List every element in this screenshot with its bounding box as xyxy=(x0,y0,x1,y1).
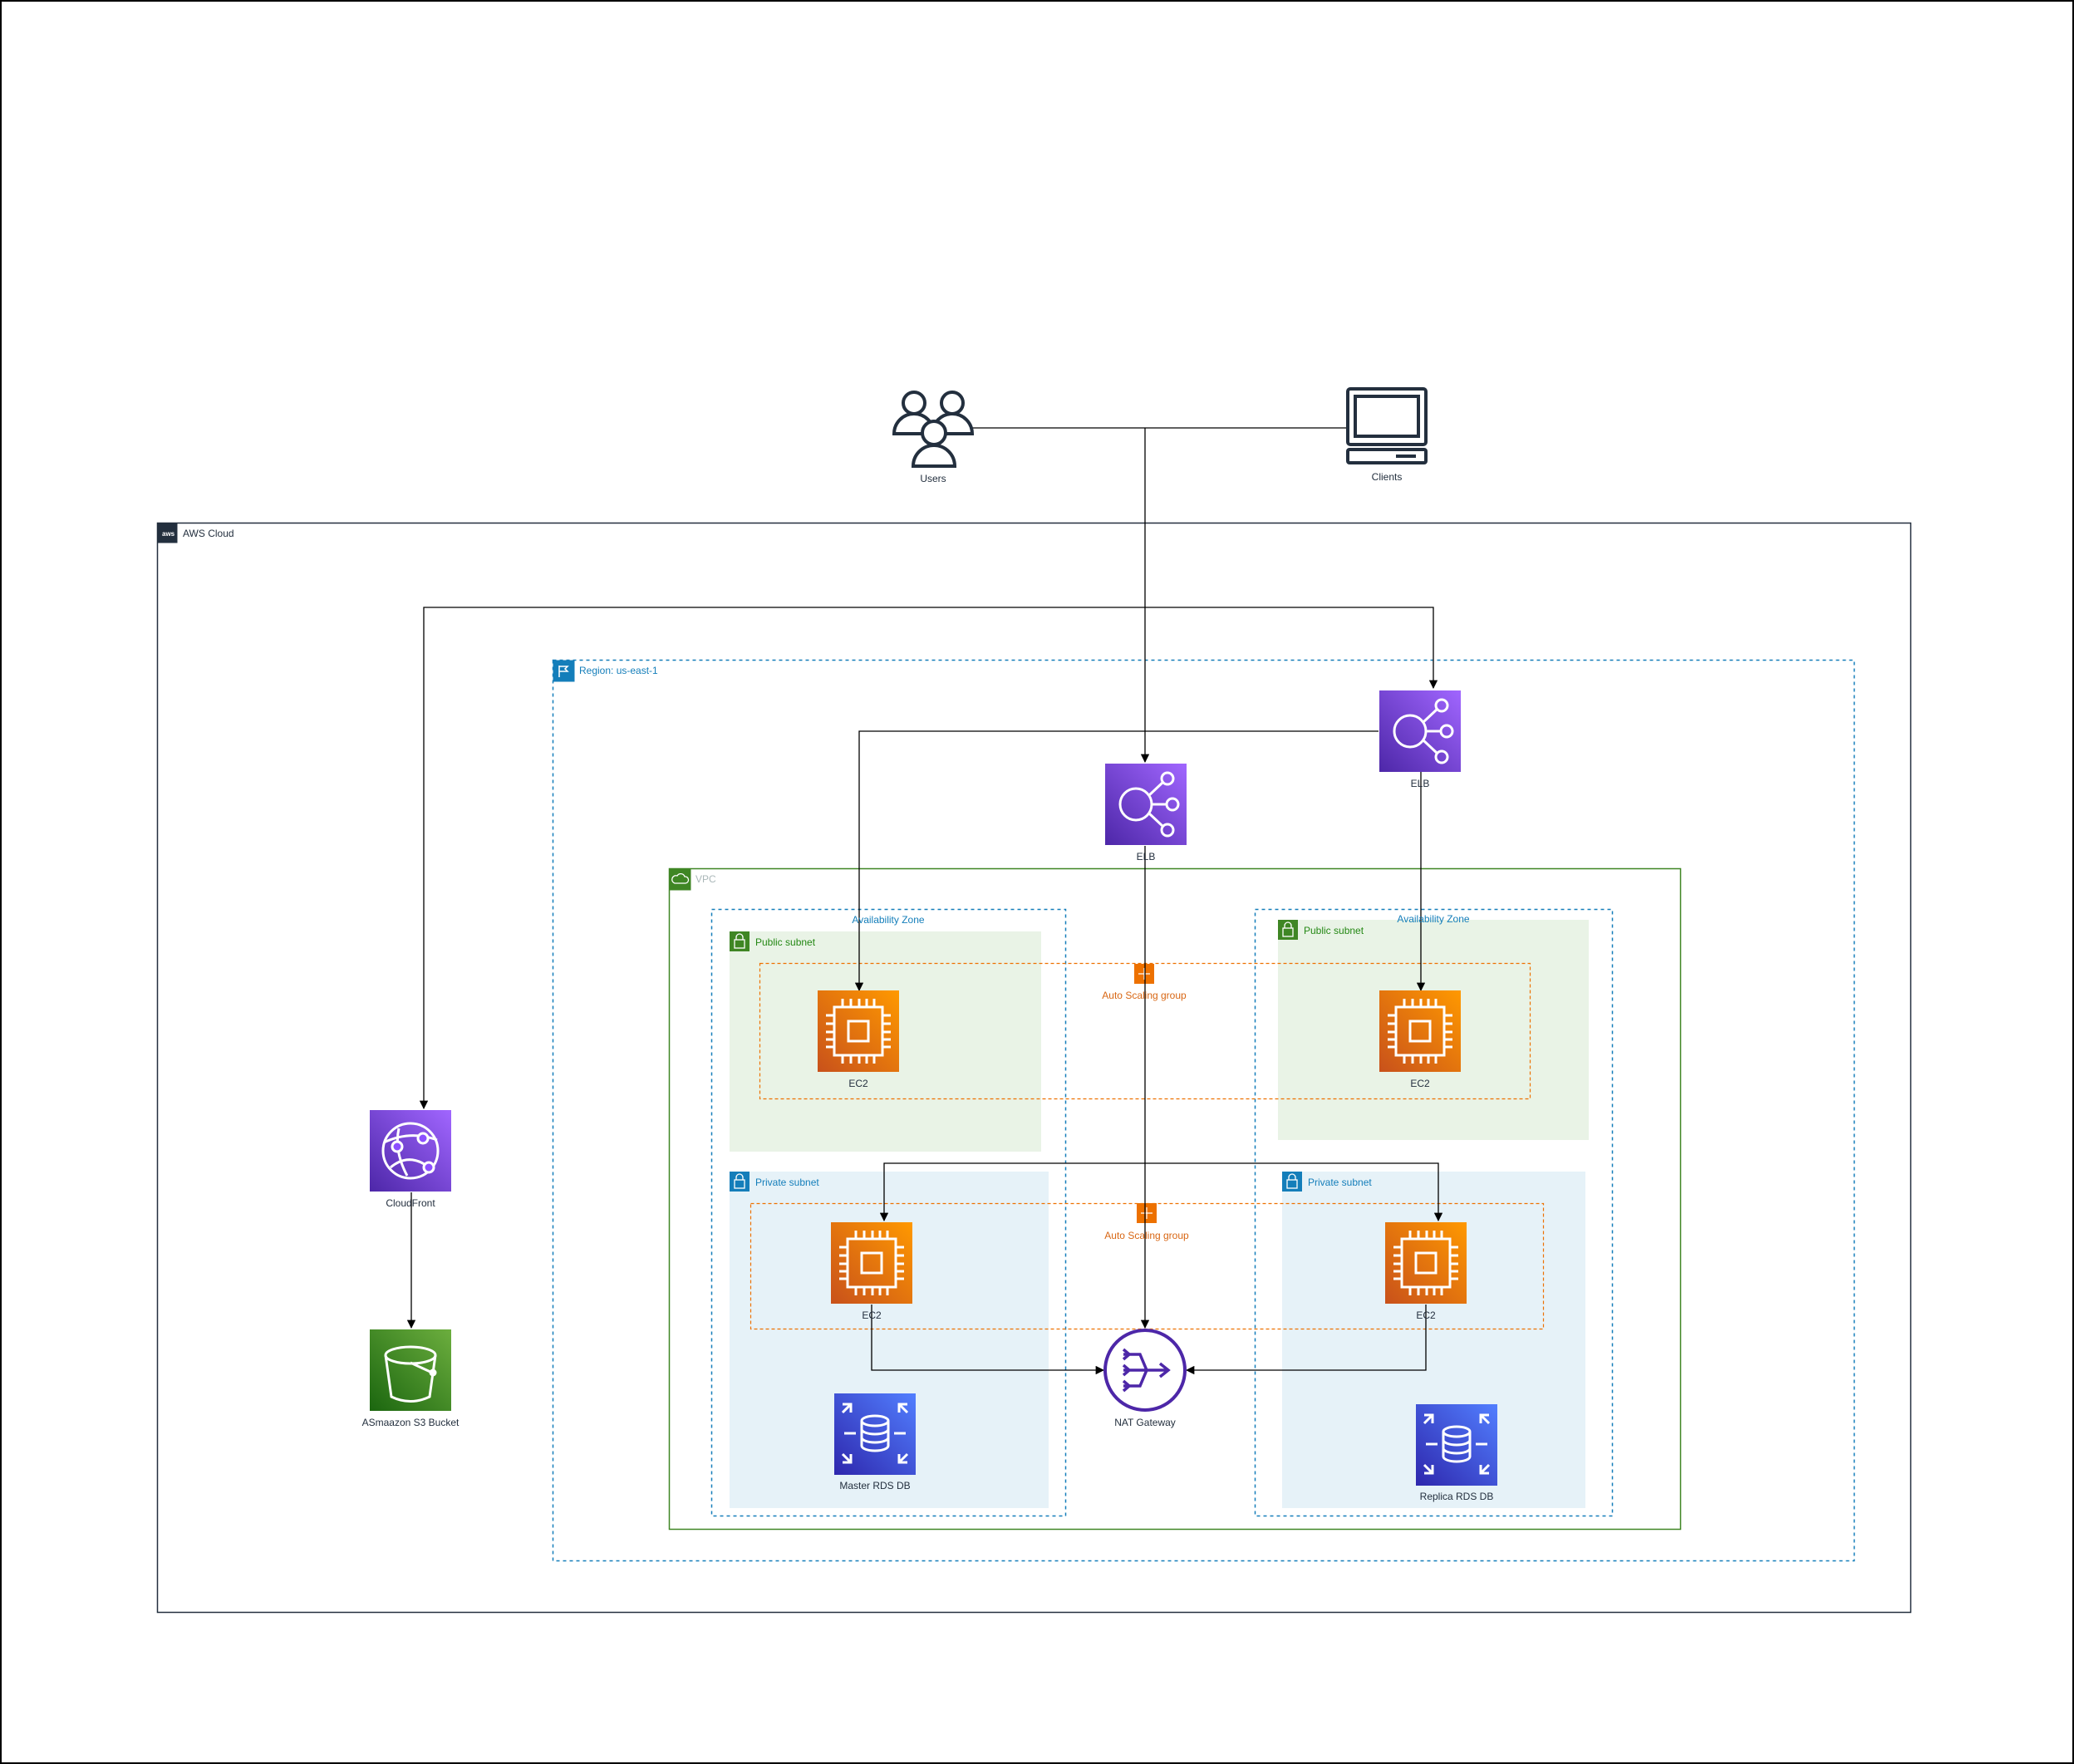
s3-bucket-label: ASmaazon S3 Bucket xyxy=(361,1417,460,1428)
users-label: Users xyxy=(920,473,946,484)
elb-center-icon xyxy=(1105,764,1187,845)
connector-private-ec2-loop xyxy=(879,1162,1443,1222)
private-subnet-right-label: Private subnet xyxy=(1308,1177,1372,1188)
vpc-label: VPC xyxy=(695,873,716,885)
region-group xyxy=(552,659,1855,1562)
lock-icon xyxy=(730,1172,749,1192)
rds-master-label: Master RDS DB xyxy=(839,1480,911,1491)
lock-icon xyxy=(730,931,749,951)
availability-zone-left-label: Availability Zone xyxy=(852,914,925,926)
nat-gateway-icon xyxy=(1103,1329,1187,1412)
aws-logo-icon xyxy=(157,523,178,543)
auto-scaling-icon xyxy=(1137,1203,1157,1223)
connector-ec2-right-to-nat xyxy=(1185,1305,1427,1375)
clients-icon xyxy=(1346,387,1428,464)
connector-ec2-left-to-nat xyxy=(871,1305,1105,1375)
private-subnet-left-label: Private subnet xyxy=(755,1177,819,1188)
availability-zone-right xyxy=(1254,908,1614,1517)
elb-center-label: ELB xyxy=(1136,851,1156,862)
s3-bucket-icon xyxy=(370,1329,451,1411)
ec2-private-right-icon xyxy=(1385,1222,1467,1304)
connector-junction-to-cloudfront xyxy=(419,607,1145,1110)
ec2-public-right-icon xyxy=(1379,990,1461,1072)
vpc-group xyxy=(668,867,1682,1531)
rds-replica-label: Replica RDS DB xyxy=(1419,1491,1494,1502)
elb-right-label: ELB xyxy=(1410,778,1430,789)
svg-text:aws: aws xyxy=(162,530,175,538)
ec2-public-left-icon xyxy=(818,990,899,1072)
region-label: Region: us-east-1 xyxy=(579,665,658,676)
elb-right-icon xyxy=(1379,690,1461,772)
ec2-private-left-icon xyxy=(831,1222,912,1304)
public-subnet-left-label: Public subnet xyxy=(755,936,816,948)
auto-scaling-group-top-label: Auto Scaling group xyxy=(1102,990,1187,1001)
ec2-private-right-label: EC2 xyxy=(1416,1309,1436,1321)
connector-junction-to-elb-right xyxy=(1145,607,1438,690)
auto-scaling-icon xyxy=(1134,964,1154,984)
lock-icon xyxy=(1278,920,1298,940)
cloudfront-label: CloudFront xyxy=(386,1197,435,1209)
ec2-public-left-label: EC2 xyxy=(848,1078,868,1089)
aws-cloud-group: aws xyxy=(156,522,1912,1614)
rds-replica-icon xyxy=(1416,1404,1497,1486)
lock-icon xyxy=(1282,1172,1302,1192)
availability-zone-left xyxy=(710,908,1067,1517)
rds-master-icon xyxy=(834,1393,916,1475)
ec2-public-right-label: EC2 xyxy=(1410,1078,1430,1089)
cloudfront-icon xyxy=(370,1110,451,1192)
connectors xyxy=(406,427,1443,1375)
aws-cloud-label: AWS Cloud xyxy=(183,528,234,539)
vpc-cloud-icon xyxy=(669,868,691,891)
public-subnet-right-label: Public subnet xyxy=(1304,925,1364,936)
nat-gateway-label: NAT Gateway xyxy=(1114,1417,1176,1428)
auto-scaling-group-bottom-label: Auto Scaling group xyxy=(1104,1230,1189,1241)
clients-label: Clients xyxy=(1371,471,1403,483)
connector-elb-right-to-ec2-left xyxy=(854,730,1379,992)
users-icon xyxy=(892,391,975,468)
ec2-private-left-label: EC2 xyxy=(862,1309,882,1321)
availability-zone-right-label: Availability Zone xyxy=(1397,913,1470,925)
